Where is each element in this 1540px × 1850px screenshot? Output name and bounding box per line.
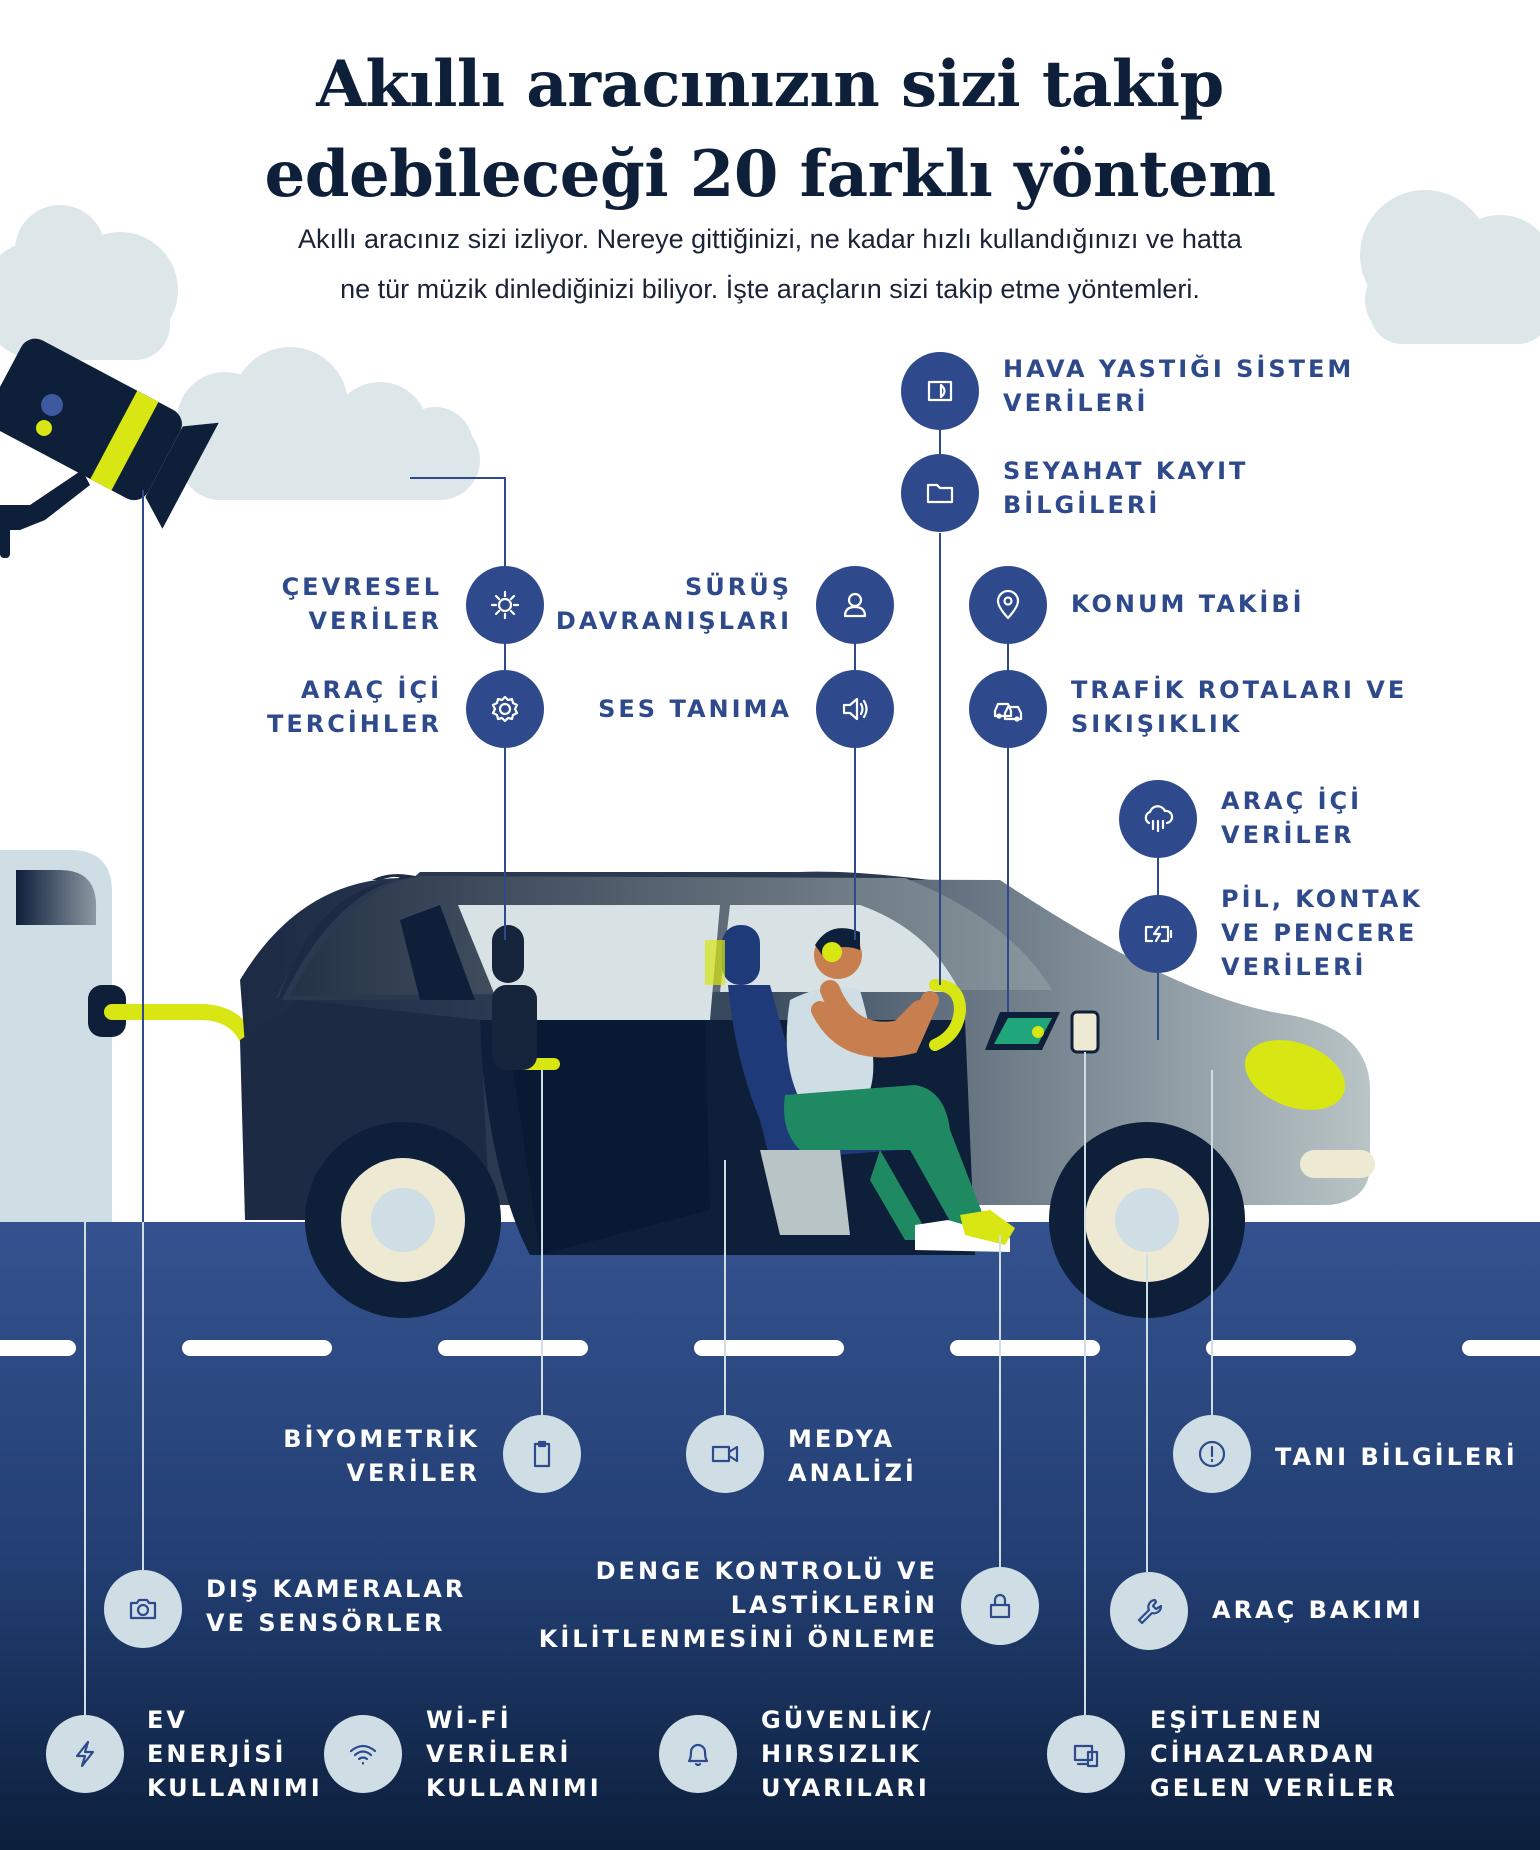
subtitle-line-1: Akıllı aracınız sizi izliyor. Nereye git…	[298, 224, 1242, 254]
method-label: HAVA YASTIĞI SİSTEM VERİLERİ	[1003, 355, 1355, 417]
cloud-left	[0, 205, 178, 360]
method-label: TANI BİLGİLERİ	[1275, 1443, 1518, 1471]
method-label: PİL, KONTAK VE PENCERE VERİLERİ	[1221, 885, 1423, 981]
security-camera	[0, 338, 219, 558]
subtitle-line-2: ne tür müzik dinlediğinizi biliyor. İşte…	[340, 274, 1200, 304]
title-line-2: edebileceği 20 farklı yöntem	[264, 137, 1276, 212]
folder-icon	[901, 454, 979, 532]
lightning-icon	[46, 1715, 124, 1793]
location-pin-icon	[969, 566, 1047, 644]
airbag-icon	[901, 352, 979, 430]
method-label: ARAÇ İÇİ VERİLER	[1221, 787, 1363, 849]
wrench-icon	[1110, 1572, 1188, 1650]
cloud-data-icon	[1119, 780, 1197, 858]
method-label: Wİ-Fİ VERİLERİ KULLANIMI	[426, 1706, 602, 1802]
traffic-cars-icon	[969, 670, 1047, 748]
method-label: TRAFİK ROTALARI VE SIKIŞIKLIK	[1071, 676, 1408, 738]
page-subtitle: Akıllı aracınız sizi izliyor. Nereye git…	[170, 214, 1370, 314]
sun-icon	[466, 566, 544, 644]
method-label: SÜRÜŞ DAVRANIŞLARI	[555, 573, 792, 635]
method-label: EV ENERJİSİ KULLANIMI	[147, 1706, 323, 1802]
camera-icon	[104, 1570, 182, 1648]
method-label: ARAÇ İÇİ TERCİHLER	[266, 676, 442, 738]
user-icon	[816, 566, 894, 644]
method-label: KONUM TAKİBİ	[1071, 590, 1305, 618]
devices-icon	[1047, 1715, 1125, 1793]
lane-markings	[0, 1340, 1540, 1356]
bell-icon	[659, 1715, 737, 1793]
connector-lines	[142, 430, 1159, 1222]
title-line-1: Akıllı aracınızın sizi takip	[316, 47, 1224, 122]
method-label: SES TANIMA	[598, 695, 792, 723]
cloud-middle	[177, 347, 480, 500]
method-label: GÜVENLİK/ HIRSIZLIK UYARILARI	[761, 1706, 934, 1802]
page-title: Akıllı aracınızın sizi takip edebileceği…	[0, 40, 1540, 220]
speaker-icon	[816, 670, 894, 748]
method-label: DIŞ KAMERALAR VE SENSÖRLER	[206, 1575, 467, 1637]
clipboard-icon	[503, 1415, 581, 1493]
cloud-right	[1360, 190, 1540, 344]
driver	[784, 928, 1015, 1252]
road	[0, 1222, 1540, 1850]
lock-icon	[961, 1567, 1039, 1645]
method-label: SEYAHAT KAYIT BİLGİLERİ	[1003, 457, 1249, 519]
method-label: ARAÇ BAKIMI	[1212, 1596, 1424, 1624]
alert-circle-icon	[1173, 1415, 1251, 1493]
method-label: EŞİTLENEN CİHAZLARDAN GELEN VERİLER	[1150, 1706, 1398, 1802]
road-connector-lines	[84, 1040, 1213, 1715]
battery-charge-icon	[1119, 895, 1197, 973]
method-label: ÇEVRESEL VERİLER	[281, 573, 442, 635]
method-label: MEDYA ANALİZİ	[788, 1425, 917, 1487]
method-label: DENGE KONTROLÜ VE LASTİKLERİN KİLİTLENME…	[538, 1557, 938, 1653]
gear-icon	[466, 670, 544, 748]
video-camera-icon	[686, 1415, 764, 1493]
method-label: BİYOMETRİK VERİLER	[283, 1425, 480, 1487]
wifi-icon	[324, 1715, 402, 1793]
charging-station	[0, 850, 258, 1222]
